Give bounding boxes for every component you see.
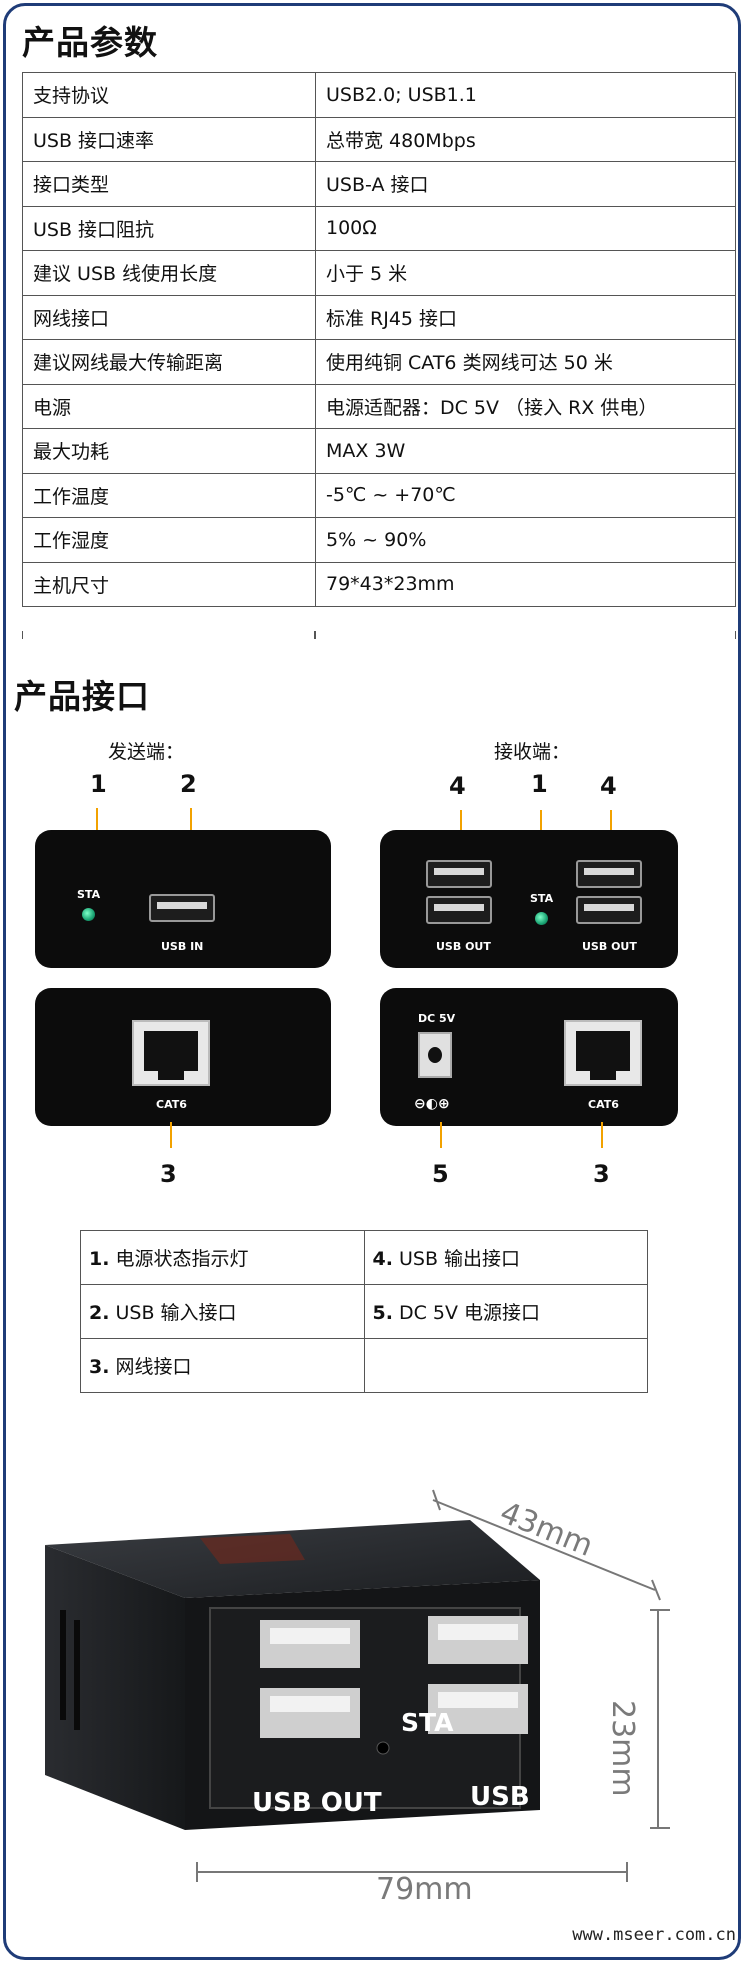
dc5v-label: DC 5V xyxy=(418,1012,456,1025)
usb-out-label: USB OUT xyxy=(436,940,491,953)
spec-row: 电源电源适配器：DC 5V （接入 RX 供电） xyxy=(22,383,736,429)
cat6-label: CAT6 xyxy=(588,1098,619,1111)
spec-value: 使用纯铜 CAT6 类网线可达 50 米 xyxy=(315,339,736,385)
rj45-port-icon xyxy=(132,1020,210,1086)
leader-5 xyxy=(440,1122,442,1148)
leader-1-rx xyxy=(540,810,542,838)
legend-cell: 2. USB 输入接口 xyxy=(80,1284,365,1339)
rx-caption: 接收端： xyxy=(494,741,571,763)
spec-value: USB2.0; USB1.1 xyxy=(315,72,736,118)
leader-2 xyxy=(190,808,192,836)
legend-cell: 1. 电源状态指示灯 xyxy=(80,1230,365,1285)
callout-4-right: 4 xyxy=(600,772,617,800)
spec-row: 工作温度-5℃ ~ +70℃ xyxy=(22,472,736,518)
usb-out-port-icon xyxy=(426,896,492,924)
callout-3-rx: 3 xyxy=(593,1160,610,1188)
footer-url: www.mseer.com.cn xyxy=(572,1925,736,1945)
sta-led-icon xyxy=(535,912,548,925)
callout-2: 2 xyxy=(180,770,197,798)
tx-front-panel: STA USB IN xyxy=(35,830,331,968)
callout-1-rx: 1 xyxy=(531,770,548,798)
rx-back-panel: DC 5V ⊖◐⊕ CAT6 xyxy=(380,988,678,1126)
spec-title: 产品参数 xyxy=(22,23,158,62)
sta-label: STA xyxy=(530,892,554,905)
spec-row: 建议 USB 线使用长度小于 5 米 xyxy=(22,250,736,296)
usb-out-label: USB OUT xyxy=(582,940,637,953)
leader-1-tx xyxy=(96,808,98,836)
sta-label: STA xyxy=(77,888,101,901)
ports-title: 产品接口 xyxy=(14,677,150,716)
spec-value: USB-A 接口 xyxy=(315,161,736,207)
spec-key: USB 接口阻抗 xyxy=(22,205,316,251)
spec-key: 主机尺寸 xyxy=(22,561,316,607)
leader-4-left xyxy=(460,810,462,838)
height-dimension: 23mm xyxy=(605,1700,640,1797)
spec-row: USB 接口速率总带宽 480Mbps xyxy=(22,116,736,162)
spec-key: 建议网线最大传输距离 xyxy=(22,339,316,385)
sta-led-icon xyxy=(82,908,95,921)
usb-out-port-icon xyxy=(576,896,642,924)
cat6-label: CAT6 xyxy=(156,1098,187,1111)
spec-value: 标准 RJ45 接口 xyxy=(315,294,736,340)
spec-row: 建议网线最大传输距离使用纯铜 CAT6 类网线可达 50 米 xyxy=(22,339,736,385)
spec-value: 小于 5 米 xyxy=(315,250,736,296)
spec-value: 79*43*23mm xyxy=(315,561,736,607)
tx-caption: 发送端： xyxy=(108,741,185,763)
dc-jack-icon xyxy=(418,1032,452,1078)
usb-out-port-icon xyxy=(426,860,492,888)
photo-sta-label: STA xyxy=(401,1708,454,1737)
callout-5: 5 xyxy=(432,1160,449,1188)
rx-front-panel: USB OUT STA USB OUT xyxy=(380,830,678,968)
polarity-icon: ⊖◐⊕ xyxy=(414,1096,450,1112)
rj45-port-icon xyxy=(564,1020,642,1086)
spec-table-tail xyxy=(22,631,736,639)
spec-value: MAX 3W xyxy=(315,428,736,474)
spec-value: 100Ω xyxy=(315,205,736,251)
photo-usb-out-right: USB OUT xyxy=(470,1782,600,1812)
spec-key: 工作温度 xyxy=(22,472,316,518)
spec-key: 建议 USB 线使用长度 xyxy=(22,250,316,296)
spec-key: 最大功耗 xyxy=(22,428,316,474)
legend-cell-empty xyxy=(363,1338,648,1393)
product-photo xyxy=(45,1520,540,1830)
callout-3-tx: 3 xyxy=(160,1160,177,1188)
photo-usb-out-left: USB OUT xyxy=(252,1788,382,1818)
width-dimension: 79mm xyxy=(376,1872,473,1907)
leader-4-right xyxy=(610,810,612,838)
legend-cell: 4. USB 输出接口 xyxy=(363,1230,648,1285)
usb-out-port-icon xyxy=(576,860,642,888)
spec-key: 支持协议 xyxy=(22,72,316,118)
callout-4-left: 4 xyxy=(449,772,466,800)
spec-value: -5℃ ~ +70℃ xyxy=(315,472,736,518)
callout-1-tx: 1 xyxy=(90,770,107,798)
leader-3-rx xyxy=(601,1122,603,1148)
leader-3-tx xyxy=(170,1122,172,1148)
usb-in-port-icon xyxy=(149,894,215,922)
spec-key: 工作湿度 xyxy=(22,517,316,563)
tx-back-panel: CAT6 xyxy=(35,988,331,1126)
usb-in-label: USB IN xyxy=(161,940,204,953)
spec-value: 5% ~ 90% xyxy=(315,517,736,563)
legend-table: 1. 电源状态指示灯 4. USB 输出接口 2. USB 输入接口 5. DC… xyxy=(80,1230,648,1393)
